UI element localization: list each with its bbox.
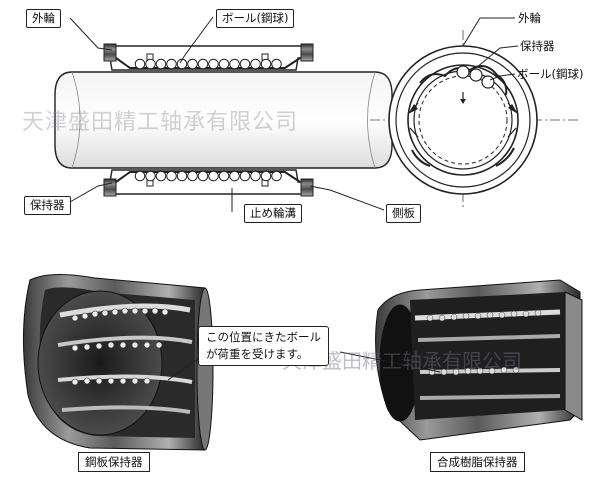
ball <box>239 170 251 182</box>
ball <box>166 58 177 70</box>
ball <box>197 58 209 70</box>
ball <box>218 170 230 182</box>
ball <box>229 58 240 70</box>
ball <box>260 170 272 182</box>
leader-lines-right <box>462 17 519 81</box>
label-retainer: 保持器 <box>24 196 71 215</box>
label-outer-ring: 外輪 <box>26 9 61 28</box>
label-ball: ボール(鋼球) <box>216 9 295 28</box>
label-retainer-right: 保持器 <box>520 39 555 53</box>
label-stop-groove: 止め輪溝 <box>244 204 302 223</box>
ball <box>145 58 156 70</box>
ball <box>155 58 167 70</box>
ball <box>166 170 177 182</box>
label-side-plate: 側板 <box>386 204 421 223</box>
caption-steel-retainer: 鋼板保持器 <box>78 452 150 472</box>
callout-line-1: この位置にきたボール <box>206 330 321 344</box>
ball <box>176 170 188 182</box>
resin-retainer-illustration <box>375 279 583 441</box>
caption-resin-retainer: 合成樹脂保持器 <box>430 452 525 472</box>
ball <box>218 58 230 70</box>
ball <box>250 170 261 182</box>
ball <box>260 58 272 70</box>
ball <box>134 170 146 182</box>
ball <box>187 58 198 70</box>
ball-row-top <box>134 58 282 70</box>
ball <box>187 170 198 182</box>
ball <box>208 170 219 182</box>
ball <box>145 170 156 182</box>
ball <box>197 170 209 182</box>
bearing-section-view <box>54 43 393 197</box>
label-ball-right: ボール(鋼球) <box>517 67 584 81</box>
ball <box>250 58 261 70</box>
ball-row-bottom <box>134 170 282 182</box>
ball <box>271 170 282 182</box>
label-outer-ring-right: 外輪 <box>518 11 541 25</box>
load-callout: この位置にきたボール が荷重を受けます。 <box>198 326 329 366</box>
ball <box>229 170 240 182</box>
ball <box>155 170 167 182</box>
bearing-cross-section <box>388 30 538 210</box>
ball <box>239 58 251 70</box>
ball <box>208 58 219 70</box>
steel-retainer-illustration <box>22 273 214 451</box>
ball <box>134 58 146 70</box>
ball <box>271 58 282 70</box>
leader-lines-left <box>69 16 385 212</box>
callout-line-2: が荷重を受けます。 <box>206 347 309 361</box>
